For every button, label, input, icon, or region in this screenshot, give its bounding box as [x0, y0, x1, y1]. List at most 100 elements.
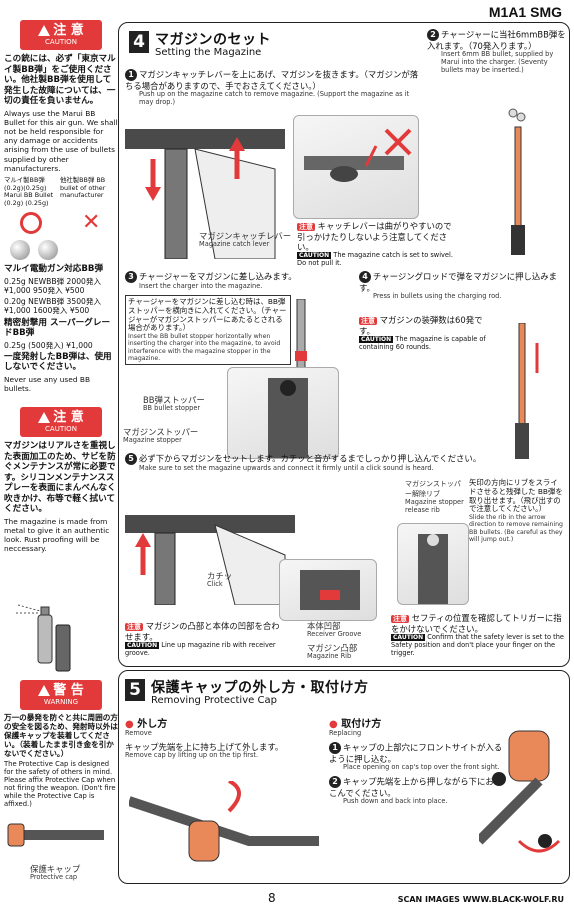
- step-3-badge: 3: [125, 271, 137, 283]
- replace-heading: 取付け方: [341, 719, 382, 730]
- catch-lever-label: マガジンキャッチレバー Magazine catch lever: [199, 231, 292, 248]
- section-4-title: マガジンのセット: [155, 32, 271, 48]
- step-number-5: 5: [125, 679, 145, 701]
- step-3-text-en: Insert the charger into the magazine.: [139, 282, 263, 290]
- used-bb-warning-en: Never use any used BB bullets.: [4, 374, 91, 394]
- caution-tag-1: 注 意 CAUTION: [20, 20, 102, 50]
- marui-bb-label: マルイ製BB弾 (0.2g)(0.25g) Marui BB Bullet (0…: [4, 175, 54, 207]
- magazine-stopper-label: マガジンストッパー Magazine stopper: [123, 427, 199, 444]
- step-4-badge: 4: [359, 271, 371, 283]
- note-3-jp: マガジンの凸部と本体の凹部を合わせます。: [125, 621, 280, 642]
- note-2-en: The magazine is capable of containing 60…: [359, 335, 486, 351]
- bb-stopper-label: BB弾ストッパー BB bullet stopper: [143, 395, 205, 412]
- ng-cross-icon: ✕: [82, 210, 101, 236]
- spray-illustration: [8, 595, 78, 675]
- left-caution-column: 注 意 CAUTION この銃には、必ず「東京マルイ製BB弾」をご使用ください。…: [4, 20, 118, 675]
- step-2-text-en: Insert 6mm BB bullet, supplied by Marui …: [441, 50, 554, 74]
- step-2-badge: 2: [427, 29, 439, 41]
- click-label: カチッ Click: [207, 571, 233, 588]
- magazine-rib-label: マガジン凸部 Magazine Rib: [307, 643, 358, 660]
- section-5-subtitle: Removing Protective Cap: [151, 695, 277, 706]
- release-rib-illustration: [397, 523, 469, 605]
- section-5-title: 保護キャップの外し方・取付け方: [151, 680, 369, 696]
- note-tag-2: 注意: [359, 317, 377, 325]
- step-3-box-en: Insert the BB bullet stopper horizontall…: [128, 333, 281, 362]
- note-tag-3: 注意: [125, 623, 143, 631]
- remove-text-jp: キャップ先端を上に持ち上げて外します。: [125, 741, 284, 752]
- step-4-text-en: Press in bullets using the charging rod.: [373, 292, 502, 300]
- bb-bullets-icon: [10, 240, 30, 261]
- step-3-box-jp: チャージャーをマガジンに差し込む時は、BB弾ストッパーを横向きに入れてください。…: [128, 297, 287, 333]
- caution-tag-inline-1: CAUTION: [297, 252, 332, 259]
- charging-rod-illustration: [497, 322, 557, 461]
- note-4-jp: セフティの位置を確認してトリガーに指をかけないでください。: [391, 613, 562, 634]
- section-5-panel: 5 保護キャップの外し方・取付け方 Removing Protective Ca…: [118, 670, 570, 884]
- note-tag-4: 注意: [391, 615, 409, 623]
- replace-step-2-badge: 2: [329, 775, 341, 788]
- receiver-groove-label: 本体凹部 Receiver Groove: [307, 621, 362, 638]
- warning-column: 警 告 WARNING 万一の暴発を防ぐと共に周囲の方の安全を図るため、発射時以…: [4, 680, 118, 890]
- header-title: M1A1 SMG: [488, 4, 562, 20]
- arrow-direction-en: Slide the rib in the arrow direction to …: [469, 514, 563, 543]
- replace-step-2-en: Push down and back into place.: [343, 796, 448, 805]
- note-4-en: Confirm that the safety lever is set to …: [391, 633, 564, 657]
- remove-heading: 外し方: [137, 719, 168, 730]
- note-tag-1: 注意: [297, 223, 315, 231]
- step-1-text-en: Push up on the magazine catch to remove …: [139, 90, 410, 106]
- protective-cap-label: 保護キャップ Protective cap: [30, 864, 81, 881]
- aeg-bb-a: 0.25g NEWBB弾 2000発入 ¥1,000 950発入 ¥500: [4, 276, 102, 295]
- warning-triangle-icon: [38, 25, 51, 36]
- remove-text-en: Remove cap by lifting up on the tip firs…: [125, 750, 259, 759]
- step-5-text-en: Make sure to set the magazine upwards an…: [139, 464, 434, 472]
- note-1-jp: キャッチレバーは曲がりやすいので引っかけたりしないよう注意してください。: [297, 221, 452, 252]
- replace-step-1-badge: 1: [329, 741, 341, 754]
- step-1-illustration: [125, 119, 285, 260]
- caution-2-jp: マガジンはリアルさを重視した表面加工のため、サビを防ぐメンテナンスが常に必要です…: [4, 441, 116, 515]
- arrow-direction-jp: 矢印の方向にリブをスライドさせると残弾した BB弾を取り出せます。（飛び出すので…: [469, 478, 563, 514]
- caution-1-jp: この銃には、必ず「東京マルイ製BB弾」をご使用ください。他社製BB弾を使用して発…: [4, 54, 116, 106]
- caution-tag-2: 注 意 CAUTION: [20, 407, 102, 438]
- step-1-badge: 1: [125, 69, 137, 81]
- remove-heading-en: Remove: [125, 729, 152, 737]
- charger-illustration: [499, 107, 539, 257]
- caution-1-en: Always use the Marui BB Bullet for this …: [4, 108, 118, 173]
- step-1-zoom-illustration: [293, 115, 419, 219]
- warning-triangle-icon: [38, 412, 51, 424]
- replace-cap-illustration: [475, 721, 565, 871]
- protective-cap-illustration: [4, 810, 118, 864]
- super-grade-bb-title: 精密射撃用 スーパーグレードBB弾: [4, 317, 111, 339]
- section-4-subtitle: Setting the Magazine: [155, 47, 262, 58]
- step-5-illustration: [125, 485, 295, 606]
- warning-en: The Protective Cap is designed for the s…: [4, 760, 116, 808]
- ok-circle-icon: [20, 212, 42, 235]
- release-rib-label: マガジンストッパー解除リブ Magazine stopper release r…: [405, 480, 464, 514]
- remove-cap-illustration: [127, 779, 319, 881]
- warning-tag: 警 告 WARNING: [20, 680, 102, 710]
- caution-tag-inline-3: CAUTION: [125, 642, 160, 649]
- note-2-jp: マガジンの装弾数は60発です。: [359, 315, 483, 336]
- groove-zoom-illustration: [279, 559, 377, 621]
- note-1-en: The magazine catch is set to swivel. Do …: [297, 251, 453, 267]
- other-bb-label: 他社製BB弾 BB bullet of other manufacturer: [60, 175, 106, 200]
- warning-triangle-icon: [38, 685, 51, 696]
- caution-2-en: The magazine is made from metal to give …: [4, 516, 110, 554]
- bb-bullets-other-icon: [38, 240, 58, 261]
- aeg-bb-b: 0.20g NEWBB弾 3500発入 ¥1,000 1600発入 ¥500: [4, 297, 102, 316]
- used-bb-warning: 一度発射したBB弾は、使用しないでください。: [4, 351, 112, 373]
- step-number-4: 4: [129, 31, 149, 53]
- caution-tag-inline-2: CAUTION: [359, 336, 394, 343]
- caution-tag-inline-4: CAUTION: [391, 634, 426, 641]
- magazine-zoom-illustration: [227, 367, 339, 459]
- page-number: 8: [268, 891, 276, 905]
- footer-url: SCAN IMAGES WWW.BLACK-WOLF.RU: [397, 895, 564, 904]
- warning-jp: 万一の暴発を防ぐと共に周囲の方の安全を図るため、発射時以外は保護キャップを装着し…: [4, 713, 118, 758]
- replace-step-1-en: Place opening on cap's top over the fron…: [343, 762, 500, 771]
